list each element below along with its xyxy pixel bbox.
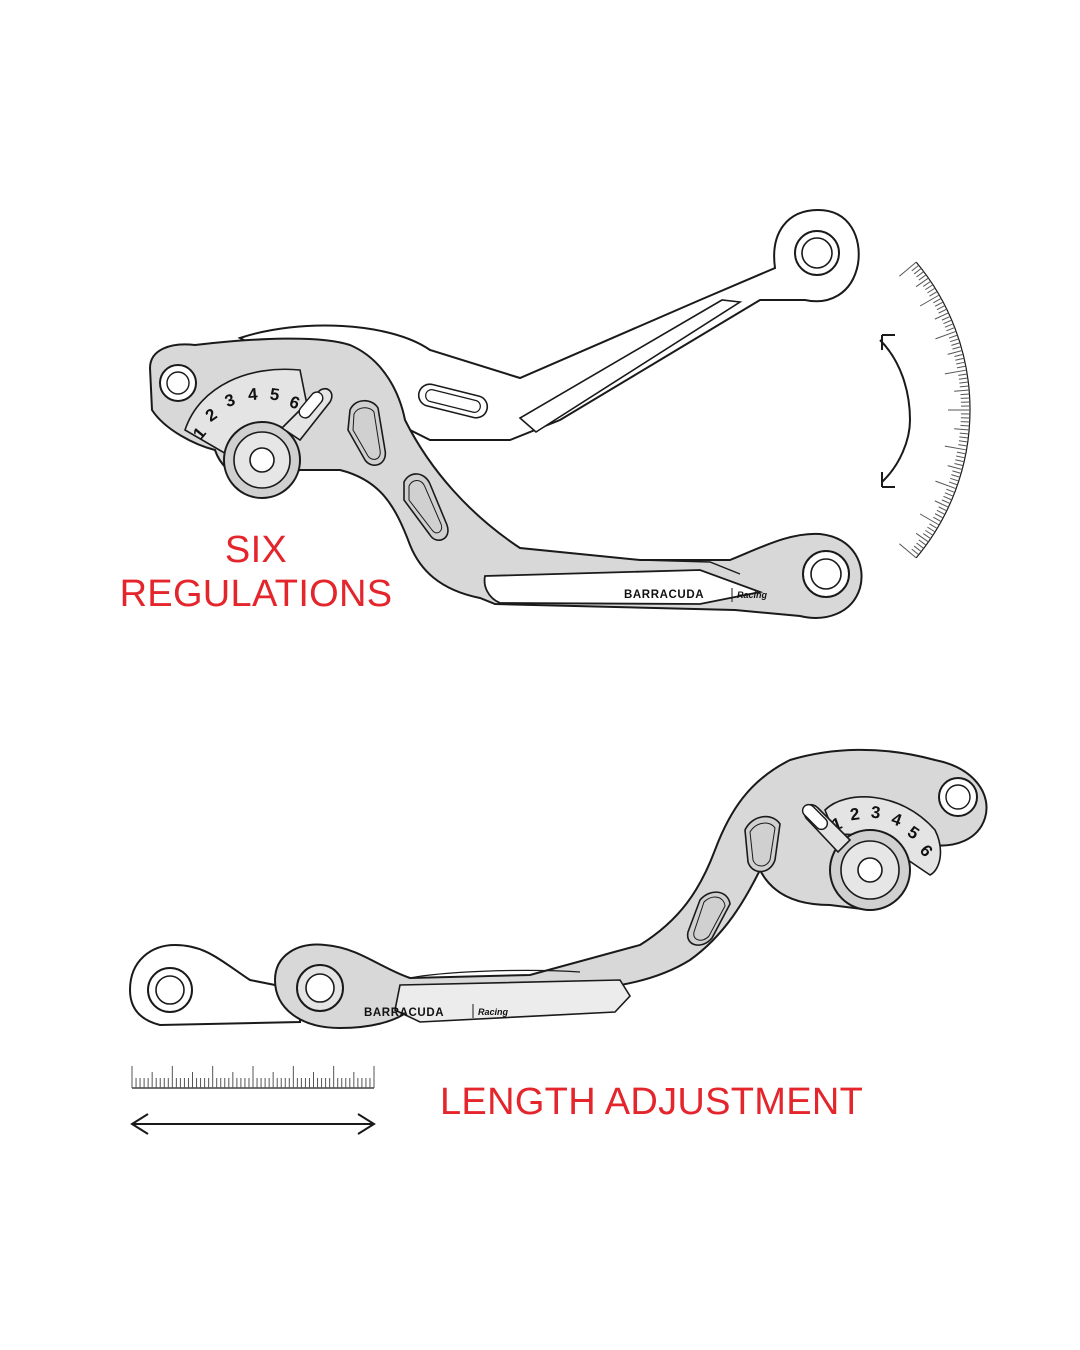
angle-scale-tick bbox=[927, 287, 936, 294]
angle-scale-tick bbox=[954, 389, 970, 392]
angle-scale-tick bbox=[946, 488, 955, 493]
angle-scale-tick bbox=[915, 532, 929, 543]
angle-scale-tick bbox=[959, 432, 969, 435]
angle-scale-tick bbox=[925, 284, 934, 291]
angle-scale-tick bbox=[946, 327, 955, 332]
angle-scale-tick bbox=[958, 373, 968, 376]
six-regulations-line1: SIX bbox=[224, 529, 288, 571]
angle-scale-tick bbox=[915, 277, 929, 288]
top-lever-main bbox=[148, 337, 863, 619]
angle-scale-tick bbox=[950, 338, 959, 343]
angle-scale-tick bbox=[956, 455, 966, 459]
angle-scale-tick bbox=[944, 492, 954, 497]
top-brand-sub: Racing bbox=[737, 590, 768, 600]
angle-scale-tick bbox=[958, 377, 968, 380]
angle-scale-tick bbox=[954, 428, 970, 431]
top-brand-name: BARRACUDA bbox=[624, 589, 704, 601]
top-dial-number: 4 bbox=[247, 385, 259, 405]
angle-scale-tick bbox=[934, 301, 944, 307]
angle-scale-tick bbox=[944, 369, 967, 375]
angle-scale-tick bbox=[918, 274, 927, 281]
angle-scale-tick bbox=[911, 264, 920, 272]
angle-scale-tick bbox=[958, 440, 968, 443]
angle-scale-tick bbox=[911, 548, 920, 556]
angle-scale-tick bbox=[933, 298, 942, 304]
angle-scale-tick bbox=[948, 481, 958, 486]
angle-scale-tick bbox=[899, 261, 917, 277]
top-lever-assembly: 1 2 3 4 5 6 BARRACUDA Racing bbox=[148, 208, 971, 619]
angle-scale-tick bbox=[944, 323, 954, 328]
angle-scale-tick bbox=[922, 280, 931, 287]
bottom-brand-sub: Racing bbox=[478, 1007, 509, 1017]
angle-scale-tick bbox=[922, 533, 931, 540]
angle-scale-tick bbox=[938, 308, 947, 314]
angle-scale-tick bbox=[899, 543, 917, 559]
angle-scale-tick bbox=[959, 381, 969, 384]
length-scale bbox=[131, 1066, 375, 1089]
angle-scale-tick bbox=[943, 495, 952, 501]
angle-scale-tick bbox=[960, 393, 970, 396]
angle-scale-tick bbox=[935, 330, 957, 340]
angle-scale-tick bbox=[925, 529, 934, 536]
angle-scale-tick bbox=[941, 499, 951, 505]
angle-scale-tick bbox=[959, 385, 969, 388]
angle-scale-tick bbox=[919, 513, 940, 526]
angle-scale-tick bbox=[929, 523, 938, 529]
angle-scale-tick bbox=[947, 465, 963, 471]
angle-scale-tick bbox=[948, 334, 958, 339]
angle-scale-tick bbox=[938, 506, 947, 512]
angle-scale-tick bbox=[936, 305, 946, 311]
angle-scale-tick bbox=[956, 365, 966, 369]
angle-scale-tick bbox=[951, 474, 961, 478]
angle-scale-tick bbox=[958, 444, 968, 447]
angle-scale-tick bbox=[936, 509, 946, 515]
six-regulations-label: SIX REGULATIONS bbox=[96, 528, 416, 616]
angle-scale-tick bbox=[951, 342, 961, 346]
length-arrow bbox=[130, 1113, 376, 1135]
angle-scale bbox=[899, 261, 971, 559]
angle-scale-tick bbox=[944, 445, 967, 451]
length-adjustment-label: LENGTH ADJUSTMENT bbox=[440, 1081, 864, 1123]
angle-scale-tick bbox=[919, 294, 940, 307]
six-regulations-line2: REGULATIONS bbox=[119, 573, 393, 615]
angle-scale-tick bbox=[943, 319, 952, 325]
angle-scale-tick bbox=[952, 346, 962, 350]
angle-scale-tick bbox=[941, 315, 951, 321]
bottom-dial-number: 2 bbox=[849, 804, 861, 824]
bottom-lever-assembly: 1 2 3 4 5 6 BARRACUDA Racing bbox=[128, 748, 988, 1135]
angle-arrow-arc bbox=[879, 339, 912, 483]
angle-scale-tick bbox=[934, 513, 944, 519]
angle-scale-tick bbox=[959, 436, 969, 439]
angle-scale-tick bbox=[929, 291, 938, 297]
angle-scale-tick bbox=[955, 357, 965, 361]
angle-scale-tick bbox=[933, 516, 942, 522]
angle-scale-tick bbox=[918, 539, 927, 546]
angle-scale-tick bbox=[947, 349, 963, 355]
angle-scale-tick bbox=[916, 271, 924, 278]
angle-scale-tick bbox=[935, 480, 957, 490]
top-dial-number: 5 bbox=[269, 385, 281, 405]
angle-scale-tick bbox=[950, 477, 959, 482]
bottom-brand-name: BARRACUDA bbox=[364, 1007, 444, 1019]
angle-scale-tick bbox=[927, 526, 936, 533]
angle-scale-tick bbox=[913, 545, 922, 552]
angle-scale-tick bbox=[960, 424, 970, 427]
angle-scale-tick bbox=[954, 353, 964, 358]
angle-scale-tick bbox=[952, 470, 962, 474]
angle-scale-tick bbox=[913, 268, 922, 275]
angle-scale-tick bbox=[916, 542, 924, 549]
angle-scale-tick bbox=[934, 312, 949, 320]
angle-scale-tick bbox=[954, 462, 964, 467]
angle-scale-tick bbox=[955, 459, 965, 463]
angle-scale-tick bbox=[956, 361, 966, 365]
angle-scale-tick bbox=[956, 451, 966, 455]
bottom-dial-number: 3 bbox=[870, 803, 881, 823]
angle-scale-tick bbox=[934, 500, 949, 508]
top-lever-raised-outline bbox=[237, 208, 860, 441]
